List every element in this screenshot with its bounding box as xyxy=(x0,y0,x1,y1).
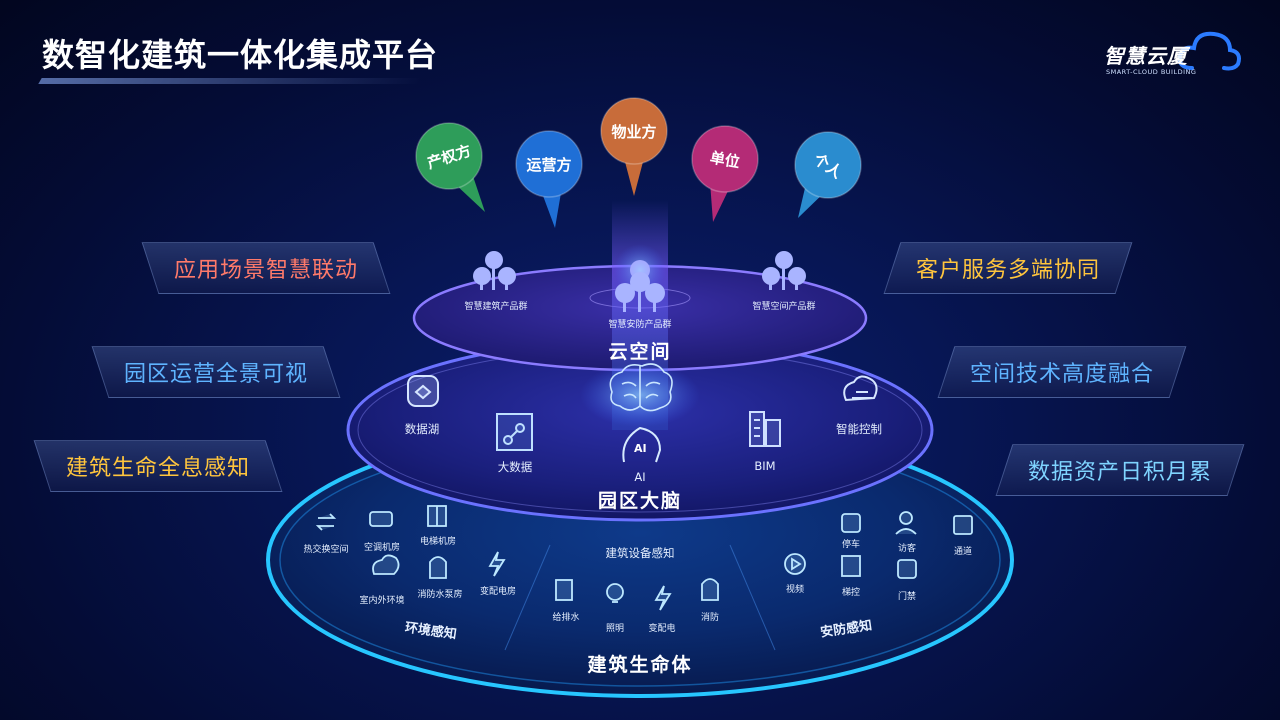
elevator-icon xyxy=(427,505,447,527)
tree-icon xyxy=(615,272,665,312)
ac-icon xyxy=(369,511,393,527)
top-item-1: 智慧安防产品群 xyxy=(608,320,672,330)
stakeholder-bubble xyxy=(794,131,862,199)
visitor-icon xyxy=(895,511,917,535)
svg-text:AI: AI xyxy=(634,442,647,455)
tree-icon xyxy=(473,251,516,290)
side-label-left-1: 应用场景智慧联动 xyxy=(141,242,391,294)
smart-control-icon xyxy=(843,375,878,402)
water-supply-icon xyxy=(555,579,573,601)
stakeholder-label-2: 物业方 xyxy=(611,123,657,141)
big-data-icon xyxy=(496,413,533,451)
brain-icon xyxy=(609,363,673,412)
brand-name: 智慧云厦 xyxy=(1104,44,1188,68)
env-item-1: 空调机房 xyxy=(363,543,401,553)
device-item-2: 变配电 xyxy=(648,624,676,634)
top-layer-title: 云空间 xyxy=(608,341,672,363)
stakeholder-pin-tail xyxy=(624,158,644,196)
device-item-3: 消防 xyxy=(700,613,720,623)
middle-item-2: AI xyxy=(634,470,646,484)
middle-item-4: 智能控制 xyxy=(836,422,882,436)
environment-icon xyxy=(372,554,400,575)
security-item-4: 梯控 xyxy=(841,588,861,598)
env-item-4: 消防水泵房 xyxy=(417,590,463,600)
middle-item-0: 数据湖 xyxy=(404,422,440,436)
top-item-2: 智慧空间产品群 xyxy=(752,302,816,312)
side-label-right-3: 数据资产日积月累 xyxy=(995,444,1245,496)
tree-icon xyxy=(762,251,806,290)
side-label-left-3: 建筑生命全息感知 xyxy=(33,440,283,492)
side-label-left-2: 园区运营全景可视 xyxy=(91,346,341,398)
bottom-layer-title: 建筑生命体 xyxy=(587,654,693,676)
security-item-5: 门禁 xyxy=(897,592,917,602)
device-item-0: 给排水 xyxy=(552,613,580,623)
brand-logo: 智慧云厦 SMART-CLOUD BUILDING xyxy=(1104,26,1244,82)
video-icon xyxy=(784,553,806,575)
env-item-5: 变配电房 xyxy=(479,587,517,597)
device-item-1: 照明 xyxy=(605,624,625,634)
stakeholder-bubble xyxy=(515,130,583,198)
cloud-icon xyxy=(1177,31,1241,71)
stakeholder-pin-tail xyxy=(541,189,562,228)
power-distribution-icon xyxy=(654,585,672,611)
env-item-0: 热交换空间 xyxy=(303,545,349,555)
middle-item-1: 大数据 xyxy=(497,460,533,474)
lighting-icon xyxy=(606,583,624,603)
fire-icon xyxy=(701,578,719,601)
bim-icon xyxy=(749,411,781,447)
side-label-right-2: 空间技术高度融合 xyxy=(937,346,1187,398)
middle-item-3: BIM xyxy=(754,459,776,473)
ai-icon: AI xyxy=(622,426,662,463)
security-item-1: 访客 xyxy=(897,544,917,554)
side-label-right-1: 客户服务多端协同 xyxy=(883,242,1133,294)
security-item-0: 停车 xyxy=(841,540,861,550)
stakeholder-bubble xyxy=(600,97,668,165)
data-lake-icon xyxy=(407,375,439,407)
page-title: 数智化建筑一体化集成平台 xyxy=(42,36,439,74)
env-item-3: 室内外环境 xyxy=(359,596,405,606)
top-item-0: 智慧建筑产品群 xyxy=(464,302,528,312)
device-group-title: 建筑设备感知 xyxy=(605,546,675,560)
stakeholder-bubble xyxy=(415,122,483,190)
stakeholder-label-1: 运营方 xyxy=(526,156,572,174)
gate-icon xyxy=(953,515,973,535)
fire-pump-icon xyxy=(429,556,447,579)
stakeholder-bubble xyxy=(691,125,759,193)
access-control-icon xyxy=(897,559,917,579)
elevator-control-icon xyxy=(841,555,861,577)
brand-subtitle: SMART-CLOUD BUILDING xyxy=(1106,68,1197,76)
security-item-3: 视频 xyxy=(785,585,805,595)
power-room-icon xyxy=(488,551,506,577)
stakeholder-pin-tail xyxy=(710,183,730,222)
heat-exchange-icon xyxy=(315,513,337,531)
env-item-2: 电梯机房 xyxy=(419,537,457,547)
parking-icon xyxy=(841,513,861,533)
middle-layer-title: 园区大脑 xyxy=(597,490,683,512)
security-item-2: 通道 xyxy=(953,547,973,557)
